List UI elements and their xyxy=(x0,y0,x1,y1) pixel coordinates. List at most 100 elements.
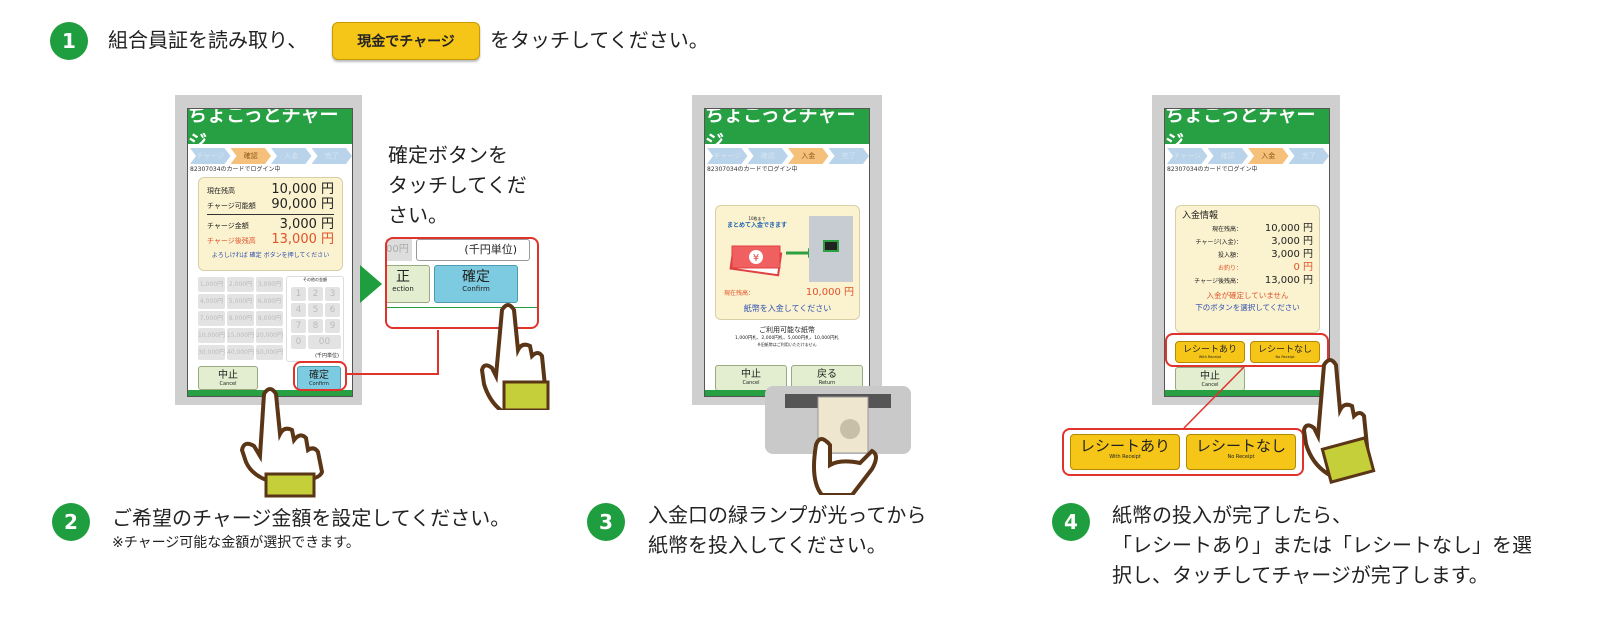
label: チャージ(入金)： xyxy=(1195,239,1242,246)
divider xyxy=(207,214,334,215)
value: 90,000 円 xyxy=(271,197,334,212)
amount-button[interactable]: 10,000円 xyxy=(198,328,225,343)
kiosk-screen-confirm: ちょこっとチャージ チャージ 確認 入金 完了 82307034のカードでログイ… xyxy=(187,108,353,397)
keypad-key[interactable]: 00 xyxy=(308,335,341,349)
step-4-text: 紙幣の投入が完了したら、 「レシートあり」または「レシートなし」を選 択し、タッ… xyxy=(1112,500,1532,590)
row-available: チャージ可能額 90,000 円 xyxy=(199,197,342,212)
step-confirm: 確認 xyxy=(230,148,271,164)
kiosk-screen-deposit: ちょこっとチャージ チャージ 確認 入金 完了 82307034のカードでログイ… xyxy=(704,108,870,397)
deposit-row: チャージ(入金)：3,000 円 xyxy=(1182,235,1313,248)
keypad-key[interactable]: 7 xyxy=(291,319,306,333)
keypad-key[interactable]: 2 xyxy=(308,287,323,301)
progress-steps: チャージ 確認 入金 完了 xyxy=(707,148,869,164)
amount-button[interactable]: 50,000円 xyxy=(256,345,283,360)
step-1-badge: 1 xyxy=(50,22,88,60)
step-1-text-before: 組合員証を読み取り、 xyxy=(108,28,308,52)
hand-pointer-icon xyxy=(239,387,325,498)
label: 現在残高： xyxy=(724,290,755,297)
amount-button[interactable]: 9,000円 xyxy=(256,311,283,326)
step-2-note: ※チャージ可能な金額が選択できます。 xyxy=(112,535,360,551)
callout-line: タッチしてくだ xyxy=(388,173,527,197)
step-deposit: 入金 xyxy=(1248,148,1289,164)
amount-button[interactable]: 1,000円 xyxy=(198,277,225,292)
step-1-text-after: をタッチしてください。 xyxy=(490,28,709,52)
label: チャージ可能額 xyxy=(207,202,256,210)
callout-text: 確定ボタンを タッチしてくだ さい。 xyxy=(388,140,527,230)
keypad-key[interactable]: 1 xyxy=(291,287,306,301)
insert-prompt: 紙幣を入金してください xyxy=(743,304,832,313)
keypad-key[interactable]: 8 xyxy=(308,319,323,333)
sub: With Receipt xyxy=(1109,454,1141,460)
keypad-key[interactable]: 3 xyxy=(325,287,340,301)
amount-button[interactable]: 8,000円 xyxy=(227,311,254,326)
sub: With Receipt xyxy=(1198,355,1222,359)
confirm-highlight xyxy=(293,361,347,391)
amount-button[interactable]: 4,000円 xyxy=(198,294,225,309)
amount-button[interactable]: 2,000円 xyxy=(227,277,254,292)
app-title: ちょこっとチャージ xyxy=(188,109,352,153)
amount-button[interactable]: 15,000円 xyxy=(227,328,254,343)
callout-line: 確定ボタンを xyxy=(388,143,508,167)
amount-button[interactable]: 40,000円 xyxy=(227,345,254,360)
keypad-key[interactable]: 0 xyxy=(291,335,306,349)
step-4-badge: 4 xyxy=(1052,503,1090,541)
amount-button[interactable]: 5,000円 xyxy=(227,294,254,309)
bulk-label: 10枚まで まとめて入金できます xyxy=(722,216,792,230)
label: レシートあり xyxy=(1079,437,1170,455)
line: 「レシートあり」または「レシートなし」を選 xyxy=(1112,533,1532,557)
keypad-key[interactable]: 6 xyxy=(325,303,340,317)
keypad-key[interactable]: 4 xyxy=(291,303,306,317)
step-deposit: 入金 xyxy=(271,148,312,164)
line: 入金口の緑ランプが光ってから xyxy=(648,503,927,527)
label: 中止 xyxy=(1200,371,1220,382)
label: レシートなし xyxy=(1195,437,1286,455)
amount-button[interactable]: 20,000円 xyxy=(256,328,283,343)
cash-charge-button[interactable]: 現金でチャージ xyxy=(332,22,480,60)
other-amount-label: その他の金額 xyxy=(303,277,327,282)
bulk-text: まとめて入金できます xyxy=(726,222,787,229)
step-complete: 完了 xyxy=(1288,148,1329,164)
sub: Cancel xyxy=(219,381,237,387)
step-3-badge: 3 xyxy=(587,503,625,541)
sub: No Receipt xyxy=(1227,454,1255,460)
label: 中止 xyxy=(218,370,238,381)
sub: ection xyxy=(392,285,414,293)
app-title: ちょこっとチャージ xyxy=(1165,109,1329,153)
label: レシートあり xyxy=(1182,345,1237,355)
value: 10,000 円 xyxy=(1264,223,1313,234)
select-prompt: 下のボタンを選択してください xyxy=(1195,303,1300,312)
label: レシートなし xyxy=(1257,345,1312,355)
title: ご利用可能な紙幣 xyxy=(759,326,815,334)
label: 投入額： xyxy=(1217,252,1242,259)
keypad-key[interactable]: 9 xyxy=(325,319,340,333)
amount-button[interactable]: 30,000円 xyxy=(198,345,225,360)
value: 10,000 円 xyxy=(805,287,854,298)
step-confirm: 確認 xyxy=(747,148,788,164)
amount-button[interactable]: 7,000円 xyxy=(198,311,225,326)
sub: Confirm xyxy=(462,285,490,293)
step-deposit: 入金 xyxy=(788,148,829,164)
value: 10,000 円 xyxy=(271,182,334,197)
app-title: ちょこっとチャージ xyxy=(705,109,869,153)
amount-button[interactable]: 6,000円 xyxy=(256,294,283,309)
amount-button[interactable]: 3,000円 xyxy=(256,277,283,292)
progress-steps: チャージ 確認 入金 完了 xyxy=(1167,148,1329,164)
label: 確定 xyxy=(309,370,329,381)
deposit-panel: 10枚まで まとめて入金できます ¥ 現在残高：10,000 円 紙幣を入金して… xyxy=(715,205,860,320)
step-complete: 完了 xyxy=(828,148,869,164)
keypad-key[interactable]: 5 xyxy=(308,303,323,317)
hand-pointer-icon xyxy=(479,303,550,410)
